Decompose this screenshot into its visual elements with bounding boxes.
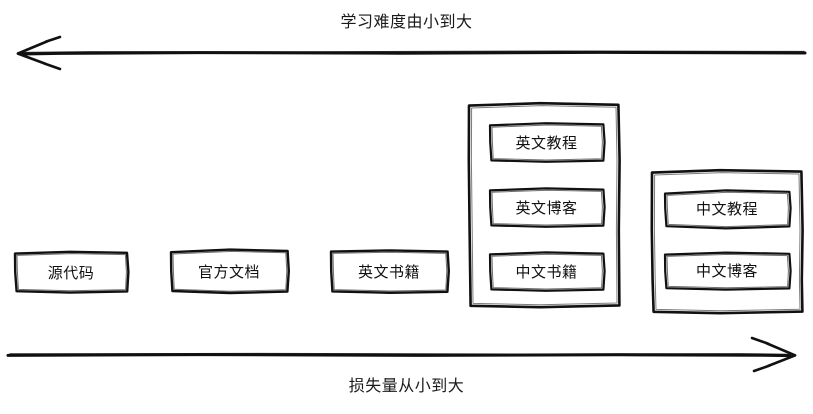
node-box-english-books[interactable] xyxy=(329,249,450,294)
node-box-chinese-books[interactable] xyxy=(488,251,606,292)
node-label-chinese-blog: 中文博客 xyxy=(695,262,758,280)
node-box-official-docs[interactable] xyxy=(169,248,290,295)
node-label-english-tutorial: 英文教程 xyxy=(515,133,578,152)
node-label-english-books: 英文书籍 xyxy=(357,262,420,281)
node-box-source-code[interactable] xyxy=(13,250,130,294)
bottom-axis-arrow xyxy=(6,336,797,373)
node-box-chinese-tutorial[interactable] xyxy=(663,189,792,230)
node-label-chinese-books: 中文书籍 xyxy=(515,262,578,281)
node-label-english-blog: 英文博客 xyxy=(515,198,578,217)
bottom-axis-label: 损失量从小到大 xyxy=(348,376,465,395)
node-label-chinese-tutorial: 中文教程 xyxy=(695,200,758,218)
node-label-source-code: 源代码 xyxy=(47,263,95,282)
node-label-official-docs: 官方文档 xyxy=(197,262,260,281)
node-box-english-blog[interactable] xyxy=(488,187,606,228)
top-axis-arrow xyxy=(16,35,807,71)
node-box-chinese-blog[interactable] xyxy=(663,251,792,291)
node-box-english-tutorial[interactable] xyxy=(488,122,606,163)
top-axis-label: 学习难度由小到大 xyxy=(340,12,473,31)
